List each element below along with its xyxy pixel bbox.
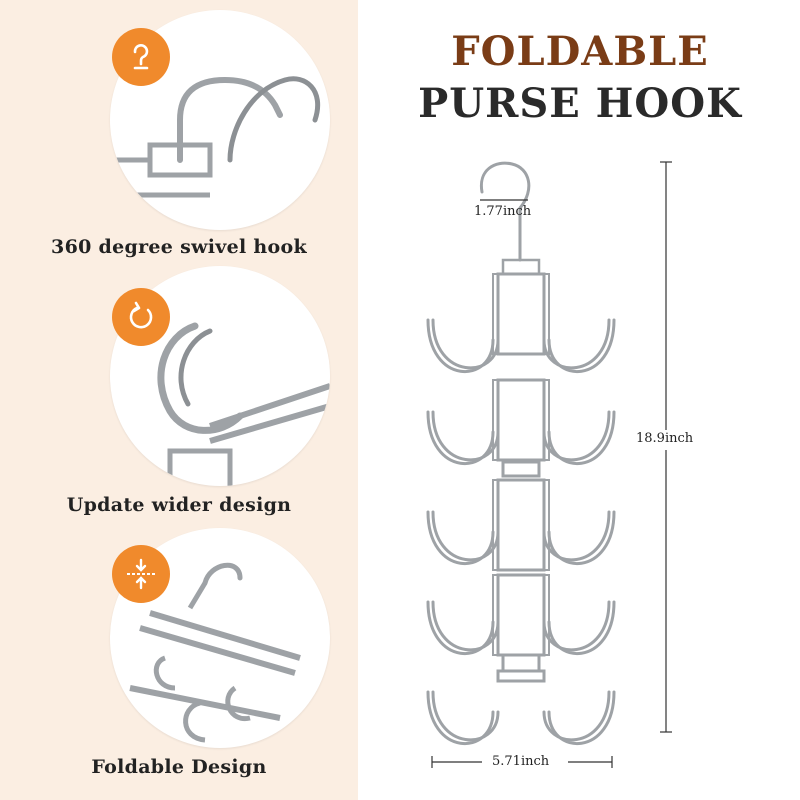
feature-label-swivel: 360 degree swivel hook	[51, 236, 307, 258]
foldable-design-image	[110, 528, 330, 748]
badge-rotate-icon	[112, 288, 170, 346]
height-label: 18.9inch	[636, 431, 694, 446]
badge-question-icon	[112, 28, 170, 86]
feature-label-wider: Update wider design	[66, 494, 292, 516]
hook-width-label: 1.77inch	[474, 204, 532, 219]
feature-panel: 360 degree swivel hook Update wider desi…	[0, 0, 358, 800]
purse-hook-illustration	[426, 161, 700, 772]
wider-design-image	[110, 266, 330, 486]
width-label: 5.71inch	[492, 754, 550, 769]
title-line1: FOLDABLE	[451, 28, 709, 75]
badge-compress-icon	[112, 545, 170, 603]
title-line2: PURSE HOOK	[418, 80, 742, 127]
feature-label-foldable: Foldable Design	[91, 756, 267, 778]
